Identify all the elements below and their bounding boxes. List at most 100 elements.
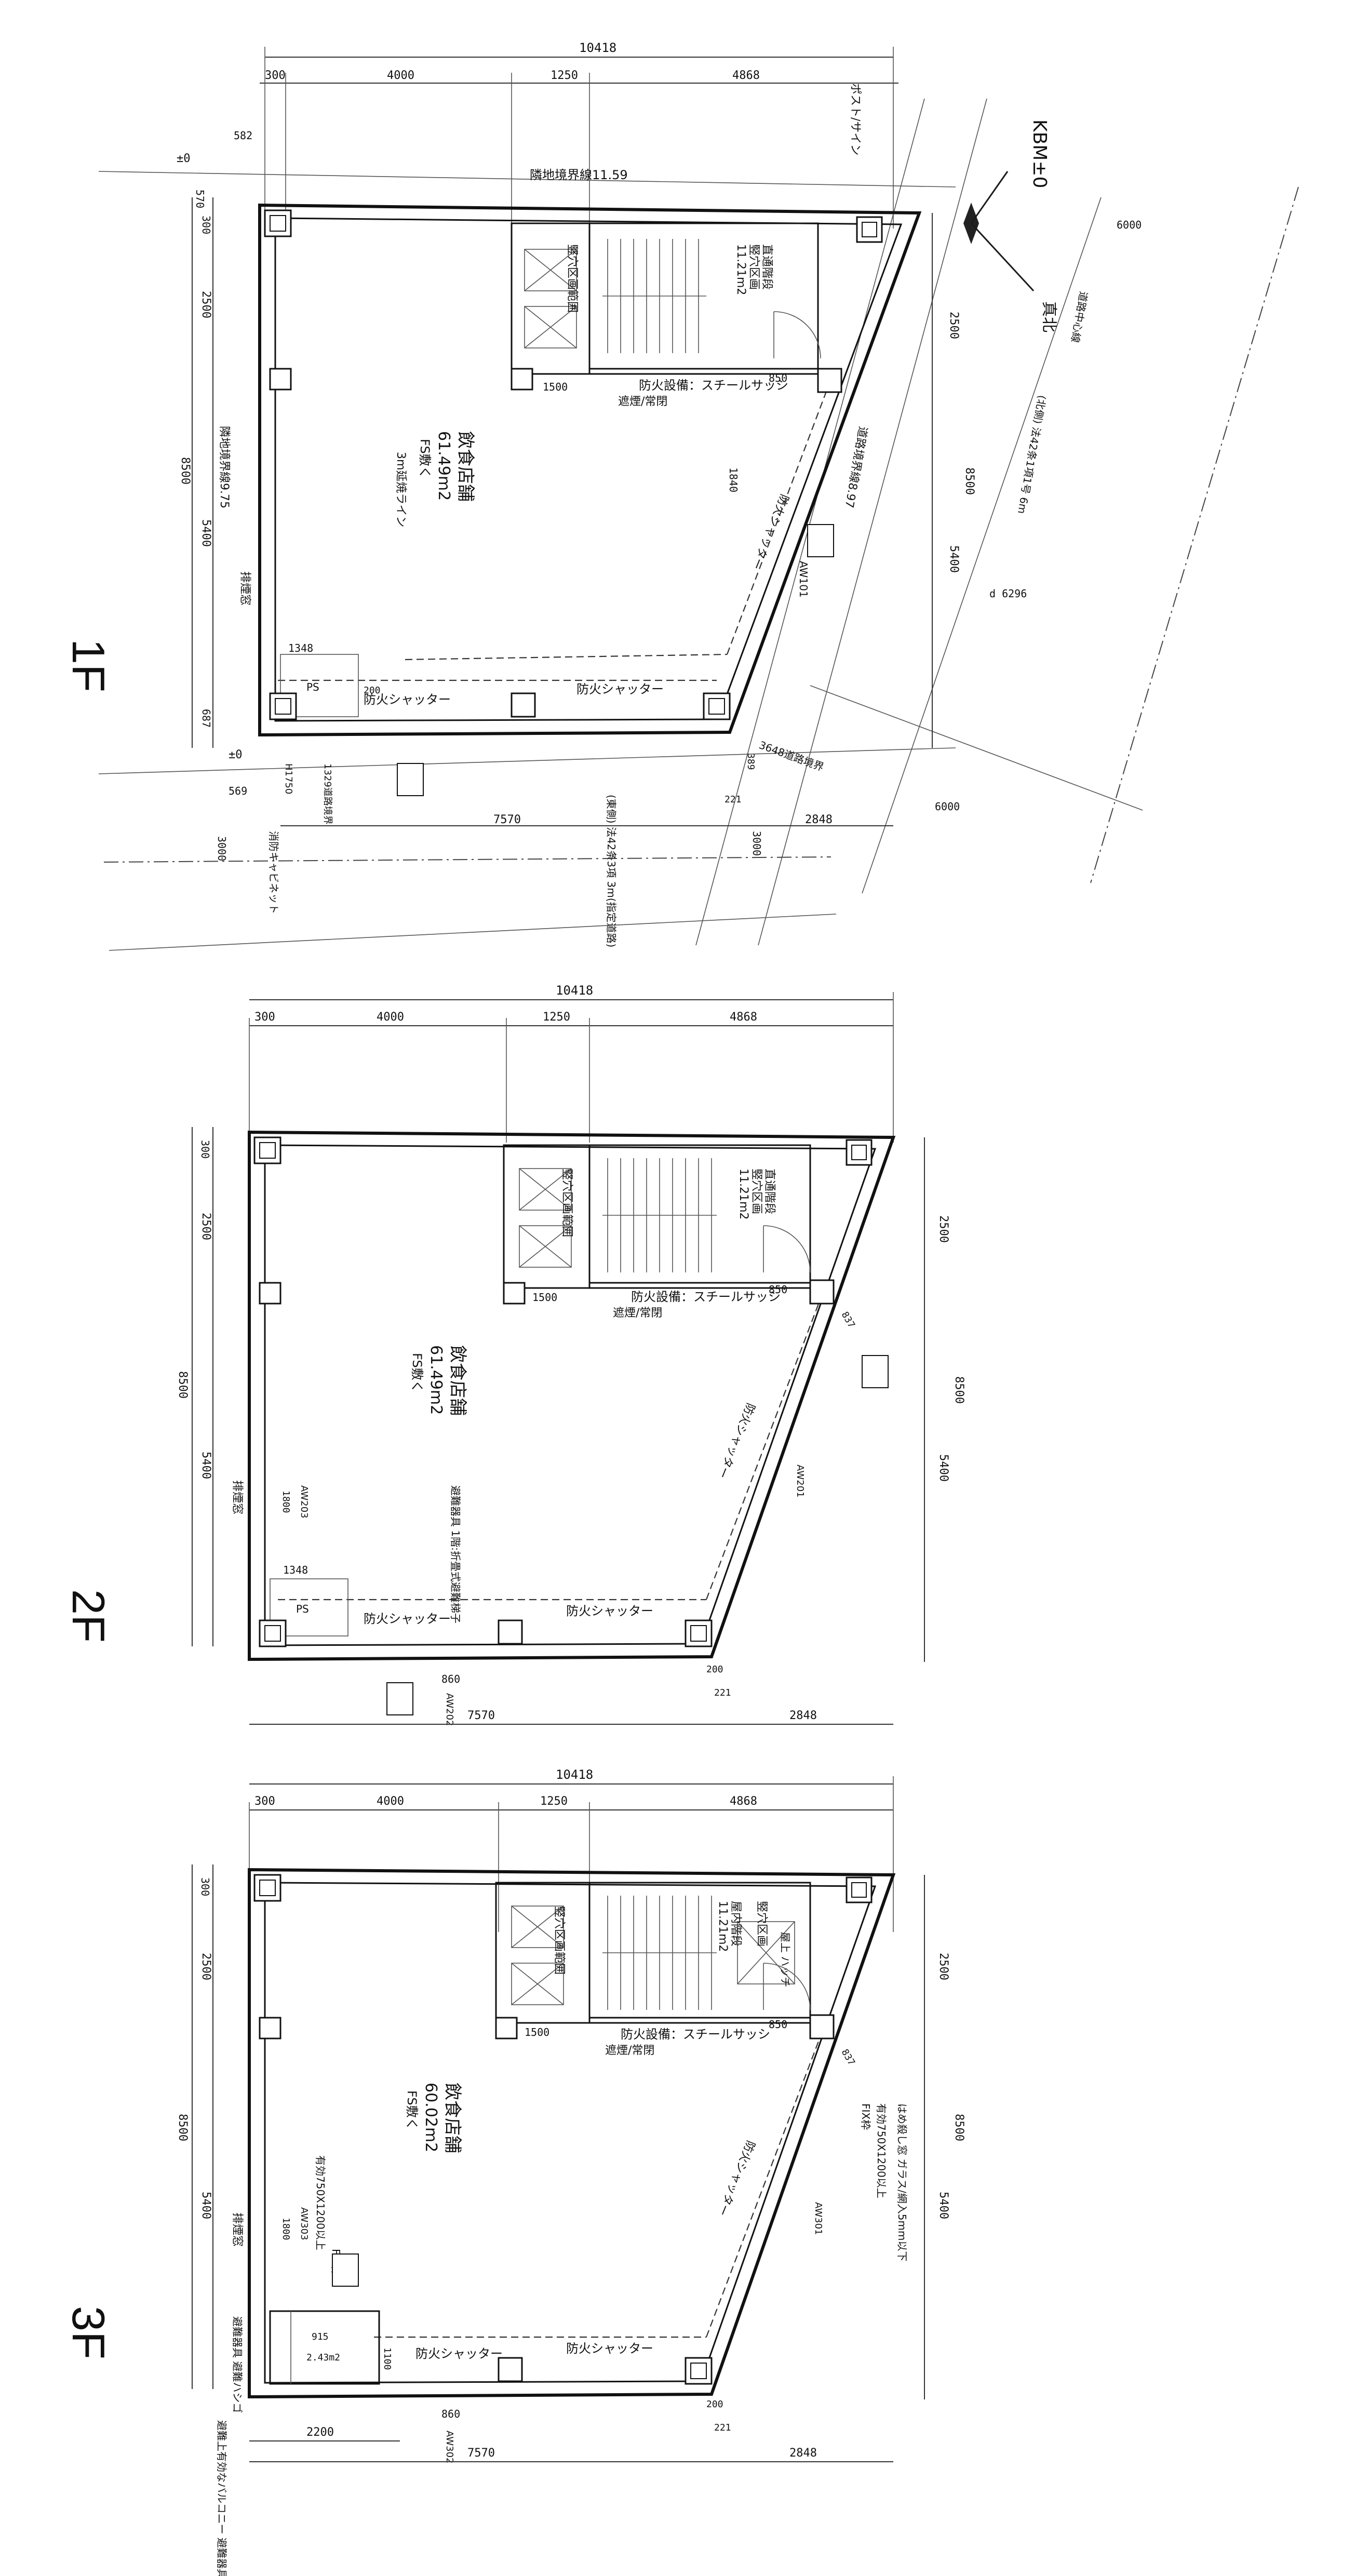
dim-left-b-1f: 2500: [199, 291, 212, 318]
aw202-label: AW202: [444, 1693, 455, 1726]
dim-bottom-b-3f: 2848: [789, 2447, 817, 2460]
dim-left-total-2f: 8500: [176, 1371, 189, 1399]
dim-1500-1f: 1500: [543, 381, 568, 393]
ps-label-2f: PS: [296, 1603, 309, 1615]
room-floor-2f: FS敷く: [410, 1353, 424, 1393]
dim-right-c-2f: 5400: [937, 1454, 950, 1482]
area-243-3f: 2.43m2: [306, 2352, 340, 2363]
shutter1-2f: 防火シャッター: [364, 1612, 451, 1626]
dim-top-c-1f: 1250: [551, 69, 578, 82]
dim-top-d-1f: 4868: [732, 69, 760, 82]
dim-bottom-a-1f: 7570: [493, 813, 521, 826]
dim-top-b-3f: 4000: [377, 1795, 404, 1808]
shutter3-1f: 防火シャッター: [749, 492, 791, 571]
window-spec-3f: 有効750X1200以上: [314, 2155, 327, 2250]
road2-label-1f: 3648道路境界: [757, 739, 825, 773]
road3-law-1f: (東側) 法42条3項 3m(指定道路): [605, 795, 618, 947]
dim-6000-a: 6000: [1117, 219, 1142, 231]
dim-bottom-a-3f: 7570: [467, 2447, 495, 2460]
shaft-label-3f: 竪穴区画範囲: [553, 1906, 566, 1975]
aw201-label: AW201: [795, 1465, 806, 1497]
stair-area-2f: 11.21m2: [737, 1169, 750, 1219]
dim-1800-3f: 1800: [280, 2218, 291, 2240]
floor-label-1f: 1F: [63, 639, 114, 692]
floor-label-3f: 3F: [63, 2306, 114, 2359]
cabinet-label-1f: 消防キャビネット: [267, 831, 280, 914]
exhaust-window-2f: 排煙窓: [231, 1480, 244, 1514]
boundary-top-1f: 隣地境界線11.59: [530, 168, 628, 182]
dim-right-b-3f: 8500: [952, 2114, 965, 2141]
fire-equipment-1f: 防火設備：スチールサッシ: [639, 378, 788, 393]
dim-right-a-2f: 2500: [937, 1215, 950, 1243]
dim-top-b-1f: 4000: [387, 69, 414, 82]
floor-plan-2f: 10418 300 4000 1250 4868 300 2500 8500 5…: [63, 983, 965, 1726]
dim-1348-1f: 1348: [288, 642, 313, 654]
gl-mark-2: ±0: [229, 748, 243, 761]
stair2-label-1f: 直通階段: [760, 244, 773, 290]
dim-top-d-3f: 4868: [730, 1795, 757, 1808]
room-name-3f: 飲食店舗: [442, 2083, 463, 2153]
aw101-label: AW101: [797, 561, 810, 598]
road-w-label-1f: 1329道路境界: [322, 763, 333, 825]
fire-mode-3f: 遮煙/常閉: [605, 2044, 654, 2057]
dim-right-c-3f: 5400: [937, 2192, 950, 2219]
stair2-label-3f: 屋内階段: [729, 1901, 742, 1947]
fire-equipment-3f: 防火設備：スチールサッシ: [621, 2027, 770, 2042]
dim-bottom-b-1f: 2848: [805, 813, 833, 826]
aw303-label: AW303: [299, 2207, 310, 2240]
room-area-3f: 60.02m2: [422, 2083, 440, 2152]
stair-treads-2f: [602, 1158, 717, 1272]
shutter1-1f: 防火シャッター: [364, 692, 451, 707]
cabinet-height-1f: H1750: [283, 763, 294, 794]
shutter3-3f: 防火シャッター: [715, 2139, 757, 2218]
dim-right-a-1f: 2500: [947, 312, 960, 339]
stair-label-1f: 竪穴区画: [747, 244, 760, 290]
dim-left-b-2f: 2500: [199, 1213, 212, 1240]
balcony-device-3f: 避難器具 避難ハシゴ: [231, 2316, 244, 2413]
dim-bottom-b-2f: 2848: [789, 1709, 817, 1722]
dim-3000-a: 3000: [750, 831, 763, 856]
dim-3000-b: 3000: [216, 836, 228, 861]
dim-left-b-3f: 2500: [199, 1953, 212, 1980]
dim-top-d-2f: 4868: [730, 1011, 757, 1024]
fire-equipment-2f: 防火設備：スチールサッシ: [631, 1290, 781, 1304]
room-area-1f: 61.49m2: [435, 431, 453, 501]
dim-1800-2f: 1800: [280, 1491, 291, 1513]
dim-left-total-3f: 8500: [176, 2114, 189, 2141]
shutter2-1f: 防火シャッター: [576, 682, 664, 696]
aw302-label: AW302: [444, 2431, 455, 2463]
dim-1500-2f: 1500: [532, 1291, 557, 1304]
kbm-label: KBM±0: [1029, 119, 1050, 188]
dim-top-b-2f: 4000: [377, 1011, 404, 1024]
glass-spec-3f: はめ殺し窓 ガラス/網入5mm以下: [896, 2103, 908, 2261]
stair-area-3f: 11.21m2: [716, 1901, 729, 1952]
road-law-label: (北側) 法42条1項1号 6m: [1015, 394, 1049, 515]
dim-221-3f: 221: [714, 2422, 731, 2433]
dim-right-a-3f: 2500: [937, 1953, 950, 1980]
floor-label-2f: 2F: [63, 1589, 114, 1643]
dim-1348-2f: 1348: [283, 1564, 308, 1576]
dim-right-b-1f: 8500: [963, 467, 976, 495]
ps-label-1f: PS: [306, 681, 319, 693]
dim-570: 570: [194, 190, 206, 208]
stair-label-2f: 竪穴区画: [750, 1169, 763, 1214]
room-floor-1f: FS敷く: [418, 439, 432, 479]
stair-treads-3f: [602, 1896, 717, 2010]
room-floor-3f: FS敷く: [405, 2090, 419, 2130]
boundary-left-1f: 隣地境界線9.75: [218, 426, 231, 508]
stair-treads-1f: [602, 239, 706, 353]
gl-mark-1: ±0: [177, 152, 191, 165]
dim-389-1f: 389: [745, 753, 756, 770]
dim-221-1f: 221: [725, 794, 742, 805]
fire-mode-1f: 遮煙/常閉: [618, 395, 667, 408]
post-sign-label: ポスト/サイン: [849, 83, 862, 155]
floor-plan-1f: 10418 300 4000 1250 4868 582 ±0 570 300 …: [63, 41, 1299, 951]
dim-200-1f: 200: [364, 685, 381, 696]
radius-label: d 6296: [989, 587, 1027, 600]
dim-200-2f: 200: [706, 1664, 723, 1675]
dim-top-a-1f: 300: [265, 69, 286, 82]
fix-frame-3f: FIX枠: [860, 2103, 872, 2130]
dim-bottom-a-2f: 7570: [467, 1709, 495, 1722]
dim-left-c-2f: 5400: [199, 1452, 212, 1479]
setback-label-1f: 3m延焼ライン: [394, 452, 407, 527]
